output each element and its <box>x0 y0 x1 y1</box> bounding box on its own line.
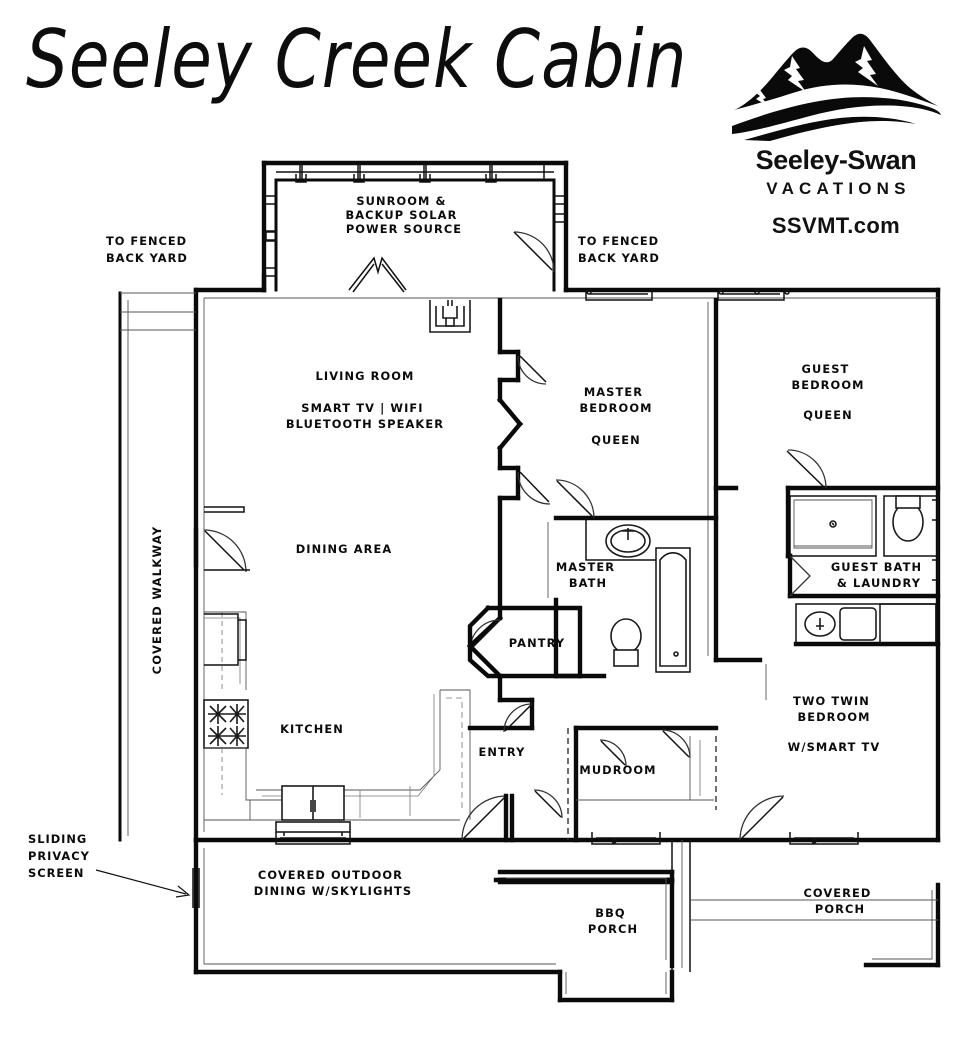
exterior-openings-bottom <box>275 832 859 845</box>
toilet-icon <box>610 618 642 667</box>
master-suite-walls <box>467 297 719 679</box>
entry-mudroom-walls <box>461 725 719 843</box>
room-label-two-twin-amenities: W/SMART TV <box>788 740 881 754</box>
guest-bath-fixtures <box>785 485 941 647</box>
room-label-living-room: LIVING ROOM <box>316 369 415 383</box>
pantry-walls <box>467 604 583 679</box>
room-label-kitchen: KITCHEN <box>280 722 344 736</box>
room-label-mudroom: MUDROOM <box>579 763 656 777</box>
room-label-covered-outdoor-dining: COVERED OUTDOOR DINING W/SKYLIGHTS <box>254 868 412 898</box>
range-icon <box>203 699 249 749</box>
annotation-to-fenced-back-yard-left: TO FENCED BACK YARD <box>106 234 192 265</box>
room-label-covered-porch: COVERED PORCH <box>803 886 876 916</box>
center-partition-walls <box>466 297 551 733</box>
kitchen-sink-icon <box>275 785 351 836</box>
guest-wing-walls <box>713 449 941 841</box>
sliding-privacy-screen-leader <box>95 869 191 898</box>
brand-name: Seeley-Swan <box>755 145 917 175</box>
annotation-to-fenced-back-yard-right: TO FENCED BACK YARD <box>578 234 664 265</box>
room-label-master-bath: MASTER BATH <box>556 560 620 590</box>
exterior-windows-top <box>585 289 790 301</box>
room-label-sunroom: SUNROOM & BACKUP SOLAR POWER SOURCE <box>345 194 462 236</box>
room-label-guest-bedroom: GUEST BEDROOM <box>791 362 864 392</box>
brand-website: SSVMT.com <box>771 213 901 239</box>
page-title: Seeley Creek Cabin <box>26 14 688 108</box>
covered-walkway-label: COVERED WALKWAY <box>150 526 164 675</box>
brand-logo-block: Seeley-Swan VACATIONS SSVMT.com <box>718 22 954 250</box>
room-label-guest-bed-size: QUEEN <box>803 408 853 422</box>
room-label-two-twin-bedroom: TWO TWIN BEDROOM <box>793 694 875 724</box>
room-label-guest-bath: GUEST BATH & LAUNDRY <box>831 560 927 590</box>
page-header: Seeley Creek Cabin Seeley-Swan VACATIONS… <box>0 0 960 280</box>
sunroom-structure <box>261 160 569 293</box>
room-label-living-amenities: SMART TV | WIFI BLUETOOTH SPEAKER <box>286 401 444 431</box>
room-label-pantry: PANTRY <box>509 636 565 650</box>
room-label-entry: ENTRY <box>479 745 526 759</box>
room-label-bbq-porch: BBQ PORCH <box>588 906 638 936</box>
master-bath-fixtures <box>547 520 691 679</box>
mountain-logo-icon <box>732 33 941 141</box>
annotation-sliding-privacy-screen: SLIDING PRIVACY SCREEN <box>28 832 95 880</box>
room-label-master-bed-size: QUEEN <box>591 433 641 447</box>
outdoor-porch-walls <box>193 837 941 1003</box>
covered-walkway-structure <box>118 291 200 908</box>
fireplace-icon <box>429 300 471 333</box>
room-label-master-bedroom: MASTER BEDROOM <box>579 385 652 415</box>
brand-tagline: VACATIONS <box>766 179 911 199</box>
room-label-dining-area: DINING AREA <box>296 542 393 556</box>
living-dining-kitchen-walls <box>193 256 471 836</box>
